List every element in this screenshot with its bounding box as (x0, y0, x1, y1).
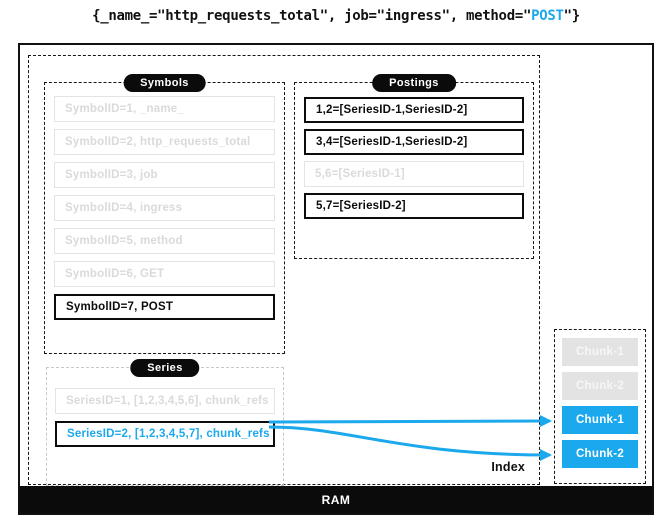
chunk-block-active: Chunk-2 (562, 440, 638, 468)
series-row: SeriesID=1, [1,2,3,4,5,6], chunk_refs (55, 388, 275, 414)
series-rows: SeriesID=1, [1,2,3,4,5,6], chunk_refs Se… (47, 368, 283, 447)
symbol-row: SymbolID=6, GET (54, 261, 275, 287)
index-container: Index Symbols SymbolID=1, _name_ SymbolI… (28, 55, 540, 486)
chunk-block: Chunk-1 (562, 338, 638, 366)
symbols-section: Symbols SymbolID=1, _name_ SymbolID=2, h… (44, 74, 285, 354)
series-section: Series SeriesID=1, [1,2,3,4,5,6], chunk_… (46, 359, 284, 486)
symbol-row: SymbolID=3, job (54, 162, 275, 188)
memory-block: Index Symbols SymbolID=1, _name_ SymbolI… (18, 43, 654, 515)
selector-method-value: POST (531, 8, 564, 24)
symbol-row: SymbolID=4, ingress (54, 195, 275, 221)
postings-section-label: Postings (372, 74, 456, 92)
ram-label: RAM (321, 492, 351, 507)
symbols-section-label: Symbols (123, 74, 206, 92)
selector-prefix: {_name_="http_requests_total", job="ingr… (92, 8, 532, 24)
symbol-row: SymbolID=2, http_requests_total (54, 129, 275, 155)
posting-row-active: 1,2=[SeriesID-1,SeriesID-2] (304, 97, 524, 123)
posting-row-active: 3,4=[SeriesID-1,SeriesID-2] (304, 129, 524, 155)
series-row-highlight: SeriesID=2, [1,2,3,4,5,7], chunk_refs (55, 421, 275, 447)
symbol-row: SymbolID=1, _name_ (54, 96, 275, 122)
selector-suffix: "} (563, 8, 581, 24)
chunk-block-active: Chunk-1 (562, 406, 638, 434)
symbols-rows: SymbolID=1, _name_ SymbolID=2, http_requ… (45, 83, 284, 320)
symbol-row-active: SymbolID=7, POST (54, 294, 275, 320)
chunks-container: Chunk-1 Chunk-2 Chunk-1 Chunk-2 (554, 329, 646, 484)
posting-row: 5,6=[SeriesID-1] (304, 161, 524, 187)
series-section-label: Series (130, 359, 200, 377)
symbol-row: SymbolID=5, method (54, 228, 275, 254)
posting-row-active: 5,7=[SeriesID-2] (304, 193, 524, 219)
chunk-block: Chunk-2 (562, 372, 638, 400)
ram-bar: RAM (20, 486, 652, 513)
postings-rows: 1,2=[SeriesID-1,SeriesID-2] 3,4=[SeriesI… (295, 83, 533, 219)
postings-section: Postings 1,2=[SeriesID-1,SeriesID-2] 3,4… (294, 74, 534, 259)
index-label: Index (491, 460, 525, 474)
series-selector-title: {_name_="http_requests_total", job="ingr… (0, 8, 672, 24)
